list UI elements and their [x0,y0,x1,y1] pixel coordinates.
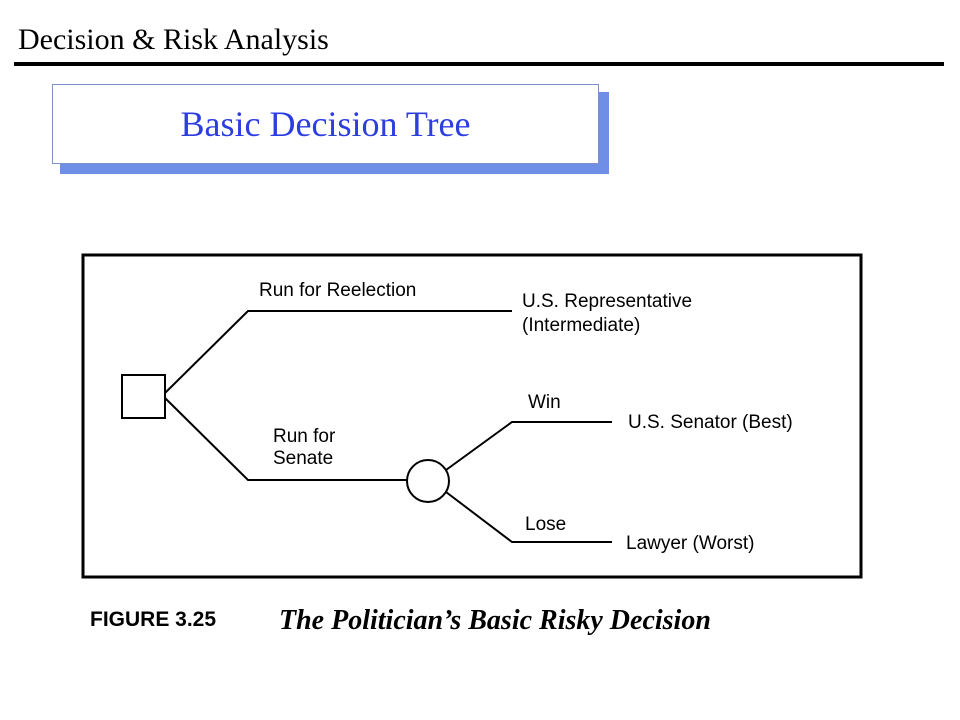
chance-node-circle [406,459,450,503]
outcome-label-senator: U.S. Senator (Best) [628,412,793,433]
branch-label-lose: Lose [525,514,566,535]
branch-senate-line [164,397,408,481]
decision-node-square [121,374,166,419]
figure-number: FIGURE 3.25 [90,608,217,631]
branch-lose-line [445,491,612,543]
branch-label-win: Win [528,392,561,413]
branch-win-line [445,421,612,471]
outcome-label-representative-line1: U.S. Representative [522,291,692,312]
title-box: Basic Decision Tree [52,84,599,164]
branch-label-reelection: Run for Reelection [259,280,416,301]
outcome-label-lawyer: Lawyer (Worst) [626,533,754,554]
branch-reelection-line [164,310,512,394]
header-title: Decision & Risk Analysis [18,23,329,56]
slide-title: Basic Decision Tree [180,104,471,144]
figure-caption: The Politician’s Basic Risky Decision [279,605,711,636]
outcome-label-representative-line2: (Intermediate) [522,315,640,336]
branch-label-senate-line1: Run for [273,426,336,447]
header-divider [14,62,944,66]
branch-label-senate-line2: Senate [273,448,333,469]
figure-frame [81,253,863,579]
